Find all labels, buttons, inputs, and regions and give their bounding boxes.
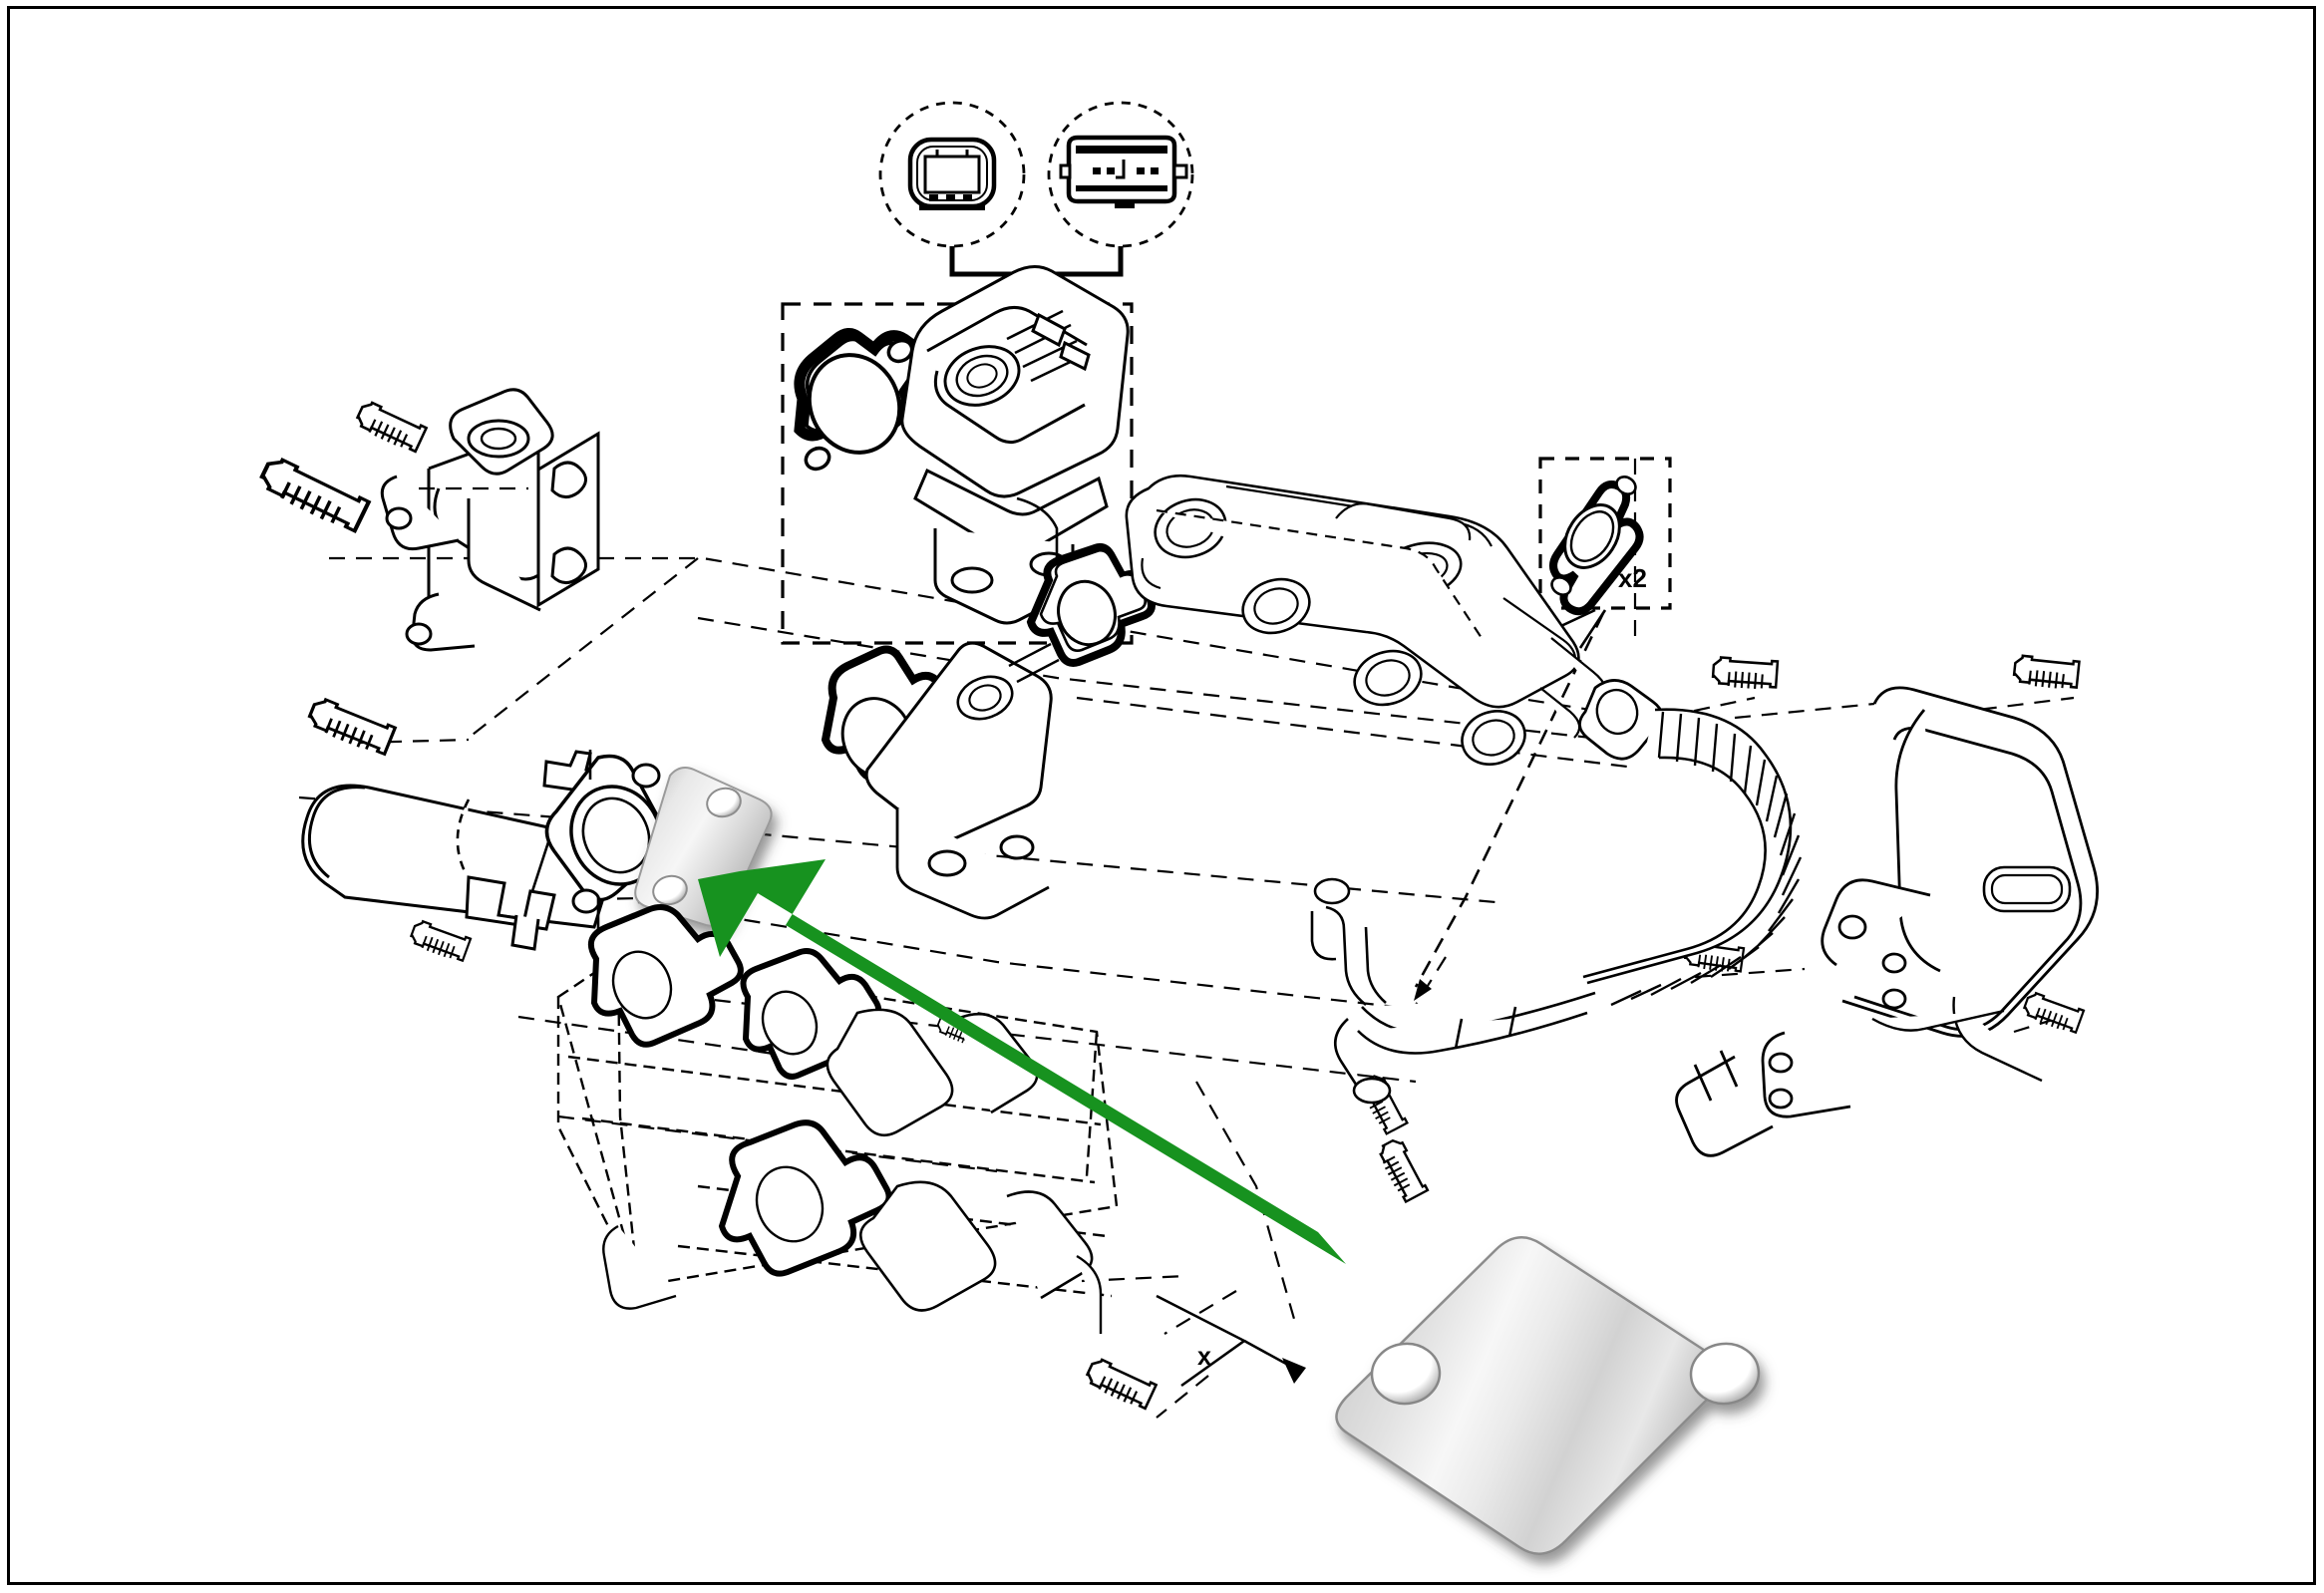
flexible-bellows-pipe xyxy=(1310,708,1803,1105)
egr-pipe-flange xyxy=(1578,679,1664,761)
blanking-plate-detail xyxy=(1335,1236,1761,1555)
egr-valve-callout-box xyxy=(781,302,1134,645)
bolt-marker-leader xyxy=(1156,1294,1287,1388)
egr-cooler xyxy=(301,750,666,951)
egr-valve-assembly xyxy=(821,641,1060,920)
gasket-quantity-label: x2 xyxy=(1618,563,1647,593)
callout-detail-circles xyxy=(878,101,1194,309)
egr-valve-gasket-lower-callout xyxy=(1026,542,1156,667)
detail-circle-left-outline xyxy=(878,101,1026,248)
exhaust-manifold xyxy=(1125,474,1608,766)
bolt-marker-label: x xyxy=(1197,1343,1211,1371)
intake-manifold-solid xyxy=(587,904,1103,1334)
bolt-marker-arrowhead xyxy=(1282,1358,1306,1384)
upper-left-bracket-assembly xyxy=(380,388,600,652)
heat-shield-bracket xyxy=(1675,686,2099,1157)
egr-valve-body-callout xyxy=(900,265,1130,625)
detail-circle-right-outline xyxy=(1047,101,1194,248)
green-highlight-arrow xyxy=(698,859,1346,1264)
connector-plug-icon xyxy=(1059,135,1188,208)
connector-face-icon xyxy=(907,137,997,210)
